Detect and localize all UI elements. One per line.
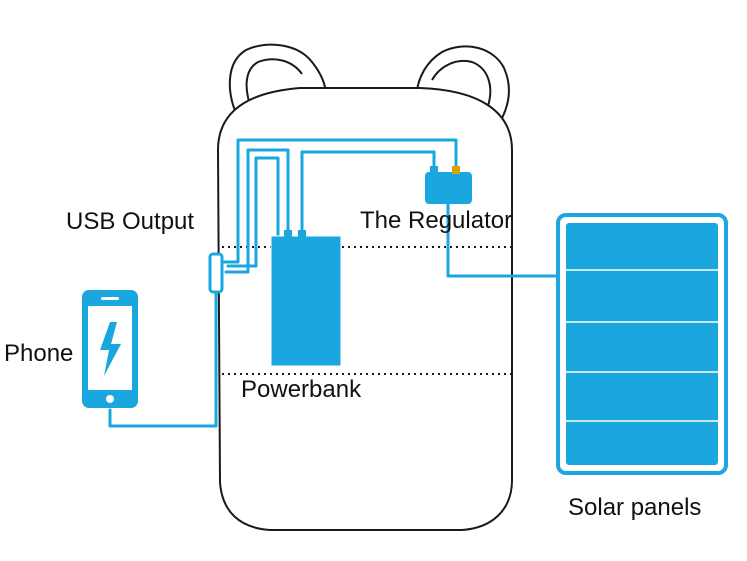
cable-powerbank-to-regulator	[300, 150, 436, 238]
powerbank-label: Powerbank	[241, 376, 362, 403]
usb-connector	[208, 252, 224, 294]
phone-speaker	[101, 297, 119, 300]
solar-panel	[556, 213, 728, 475]
cable-regulator-to-solar	[446, 200, 564, 278]
backpack-body	[216, 87, 513, 531]
usb-output-label: USB Output	[66, 208, 195, 235]
right-strap	[415, 45, 510, 123]
cables	[108, 138, 564, 428]
cable-usb-inner	[226, 156, 280, 268]
regulator-port-2	[452, 166, 460, 174]
cable-usb-to-phone	[108, 290, 218, 428]
lightning-bolt-icon	[100, 322, 121, 376]
regulator-port-1	[430, 166, 438, 174]
right-strap-inner	[431, 60, 492, 107]
powerbank	[270, 235, 342, 367]
phone-device	[82, 290, 138, 408]
regulator	[425, 172, 472, 204]
phone-label: Phone	[4, 340, 74, 367]
left-strap-inner	[245, 58, 303, 111]
solar-panels-label: Solar panels	[568, 494, 702, 521]
solar-panel-surface	[566, 223, 718, 465]
cable-usb-to-powerbank	[224, 148, 290, 274]
phone-home-button	[106, 395, 114, 403]
regulator-label: The Regulator	[360, 207, 513, 234]
powerbank-port-2	[298, 230, 306, 238]
cable-outer-loop	[222, 138, 458, 264]
left-strap	[228, 43, 327, 119]
powerbank-port-1	[284, 230, 292, 238]
